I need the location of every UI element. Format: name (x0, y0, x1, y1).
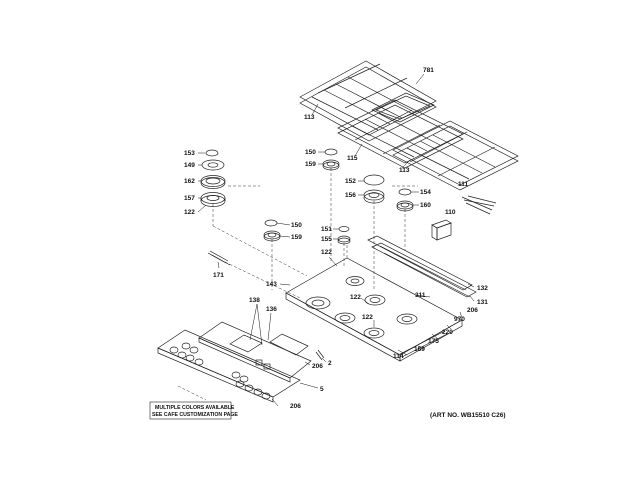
callout-115: 115 (347, 155, 358, 162)
griddle (371, 92, 435, 123)
callout-220: 220 (442, 329, 453, 336)
callout-781: 781 (423, 67, 434, 74)
callout-2: 2 (328, 360, 332, 367)
leader-lines (197, 73, 475, 407)
callout-169: 169 (414, 346, 425, 353)
grate-left-top (299, 60, 437, 142)
control-module (431, 219, 452, 241)
callout-143: 143 (266, 281, 277, 288)
callout-136: 136 (266, 306, 277, 313)
callout-159-top: 159 (305, 161, 316, 168)
callout-154: 154 (420, 189, 431, 196)
burner-mid-small (337, 226, 351, 245)
callout-150-top: 150 (305, 149, 316, 156)
grate-right (392, 120, 519, 191)
callout-132: 132 (477, 285, 488, 292)
callout-970: 970 (454, 316, 465, 323)
burner-large-center (363, 174, 385, 204)
callout-171: 171 (213, 272, 224, 279)
callout-160: 160 (420, 202, 431, 209)
callout-labels: 781 113 115 113 153 149 162 157 122 150 … (184, 67, 488, 410)
callout-155: 155 (321, 236, 332, 243)
callout-113-top: 113 (304, 114, 315, 121)
callout-122-center: 122 (350, 294, 361, 301)
callout-114: 114 (393, 353, 404, 360)
callout-150-mid: 150 (291, 222, 302, 229)
art-number: (ART NO. WB15510 C26) (430, 412, 506, 419)
callout-206-right: 206 (467, 307, 478, 314)
control-panel-lower (157, 329, 301, 403)
callout-5: 5 (320, 386, 324, 393)
callout-113-right: 113 (399, 167, 410, 174)
callout-206-mid: 206 (312, 363, 323, 370)
spring-clip (315, 349, 325, 361)
callout-149: 149 (184, 162, 195, 169)
callout-311: 311 (415, 292, 426, 299)
callout-159-mid: 159 (291, 234, 302, 241)
assembly-guides (212, 168, 418, 299)
callout-122-left: 122 (184, 209, 195, 216)
callout-151: 151 (321, 226, 332, 233)
rail-rear (367, 235, 477, 298)
igniter (207, 250, 231, 266)
callout-153: 153 (184, 150, 195, 157)
cooktop (285, 257, 463, 362)
wire-harness (461, 195, 497, 215)
callout-175: 175 (428, 338, 439, 345)
callout-111: 111 (458, 181, 469, 188)
callout-131: 131 (477, 299, 488, 306)
callout-156: 156 (345, 192, 356, 199)
callout-122-front: 122 (362, 314, 373, 321)
callout-206-bottom: 206 (290, 403, 301, 410)
burner-small-center (322, 148, 340, 171)
callout-110: 110 (445, 209, 456, 216)
note-box: MULTIPLE COLORS AVAILABLE SEE CAFE CUSTO… (149, 385, 238, 420)
callout-152: 152 (345, 178, 356, 185)
callout-162: 162 (184, 178, 195, 185)
callout-122-mid: 122 (321, 249, 332, 256)
note-line-2: SEE CAFE CUSTOMIZATION PAGE (152, 412, 238, 418)
callout-157: 157 (184, 195, 195, 202)
note-line-1: MULTIPLE COLORS AVAILABLE (155, 405, 235, 411)
burner-stack-left (200, 149, 226, 207)
burner-right (396, 188, 414, 212)
front-trim (399, 330, 448, 358)
callout-138: 138 (249, 297, 260, 304)
